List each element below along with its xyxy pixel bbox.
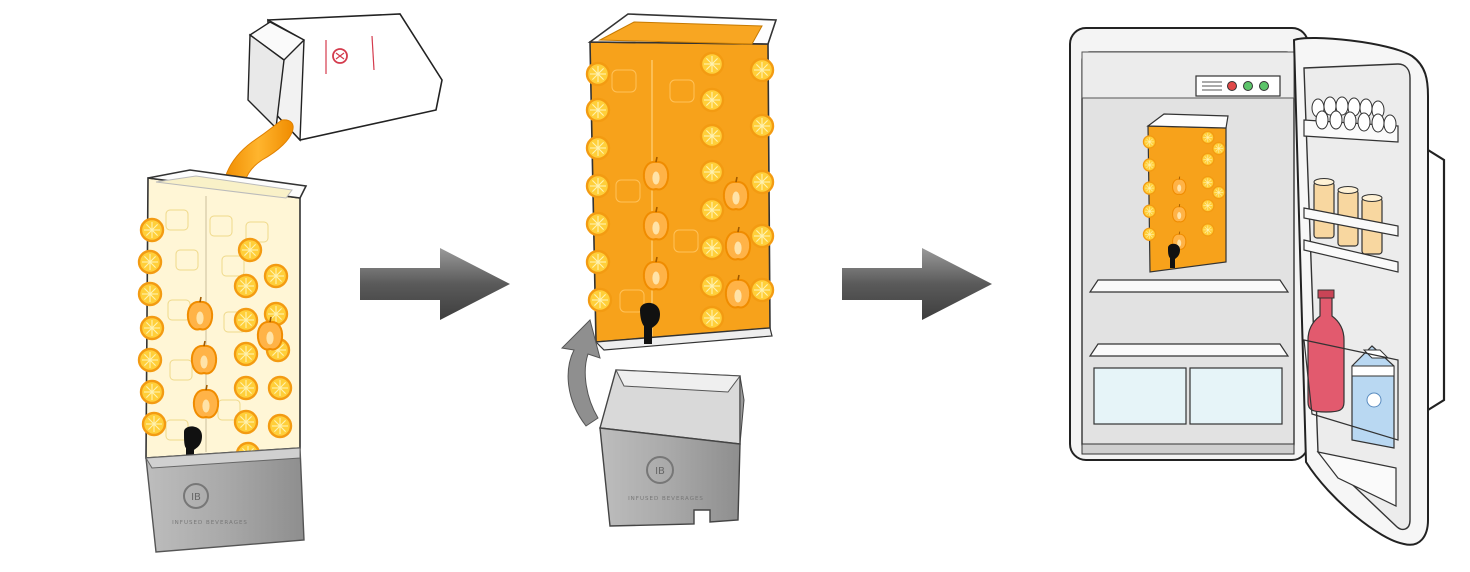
cans-icon: [1303, 178, 1399, 273]
refrigerator-icon: [1069, 27, 1446, 546]
green-light-icon: [1243, 81, 1253, 91]
step-2-remove-base: IB INFUSED BEVERAGES: [560, 13, 778, 527]
green-light-icon: [1259, 81, 1269, 91]
brand-caption: INFUSED BEVERAGES: [628, 496, 704, 502]
dispenser-icon: [1142, 113, 1229, 273]
dispenser-icon: [137, 169, 308, 467]
brand-mark: IB: [655, 466, 665, 477]
ice-cubes-icon: [611, 69, 699, 313]
brand-logo-icon: [183, 483, 209, 509]
pitcher-icon: [247, 13, 443, 142]
control-panel: [1195, 75, 1281, 97]
spigot-icon: [640, 302, 660, 344]
arrow-right-icon: [842, 248, 992, 320]
crisper-drawer-icon: [1093, 367, 1283, 425]
brand-caption: INFUSED BEVERAGES: [172, 520, 248, 526]
ice-cubes-icon: [165, 209, 269, 441]
brand-mark: IB: [191, 492, 201, 503]
dispenser-icon: [585, 13, 778, 351]
red-light-icon: [1227, 81, 1237, 91]
eggs-icon: [1303, 96, 1399, 143]
step-3-refrigerate: [1069, 27, 1446, 546]
curved-arrow-icon: [560, 319, 601, 427]
step-1-pour-juice: IB INFUSED BEVERAGES: [137, 13, 443, 553]
base-stand-icon: IB INFUSED BEVERAGES: [145, 447, 305, 553]
arrow-right-icon: [360, 248, 510, 320]
milk-carton-logo-icon: [1366, 392, 1382, 408]
spigot-icon: [1168, 243, 1180, 268]
brand-logo-icon: [646, 456, 674, 484]
base-stand-icon: IB INFUSED BEVERAGES: [599, 369, 745, 527]
bottle-icon: [1307, 289, 1345, 413]
